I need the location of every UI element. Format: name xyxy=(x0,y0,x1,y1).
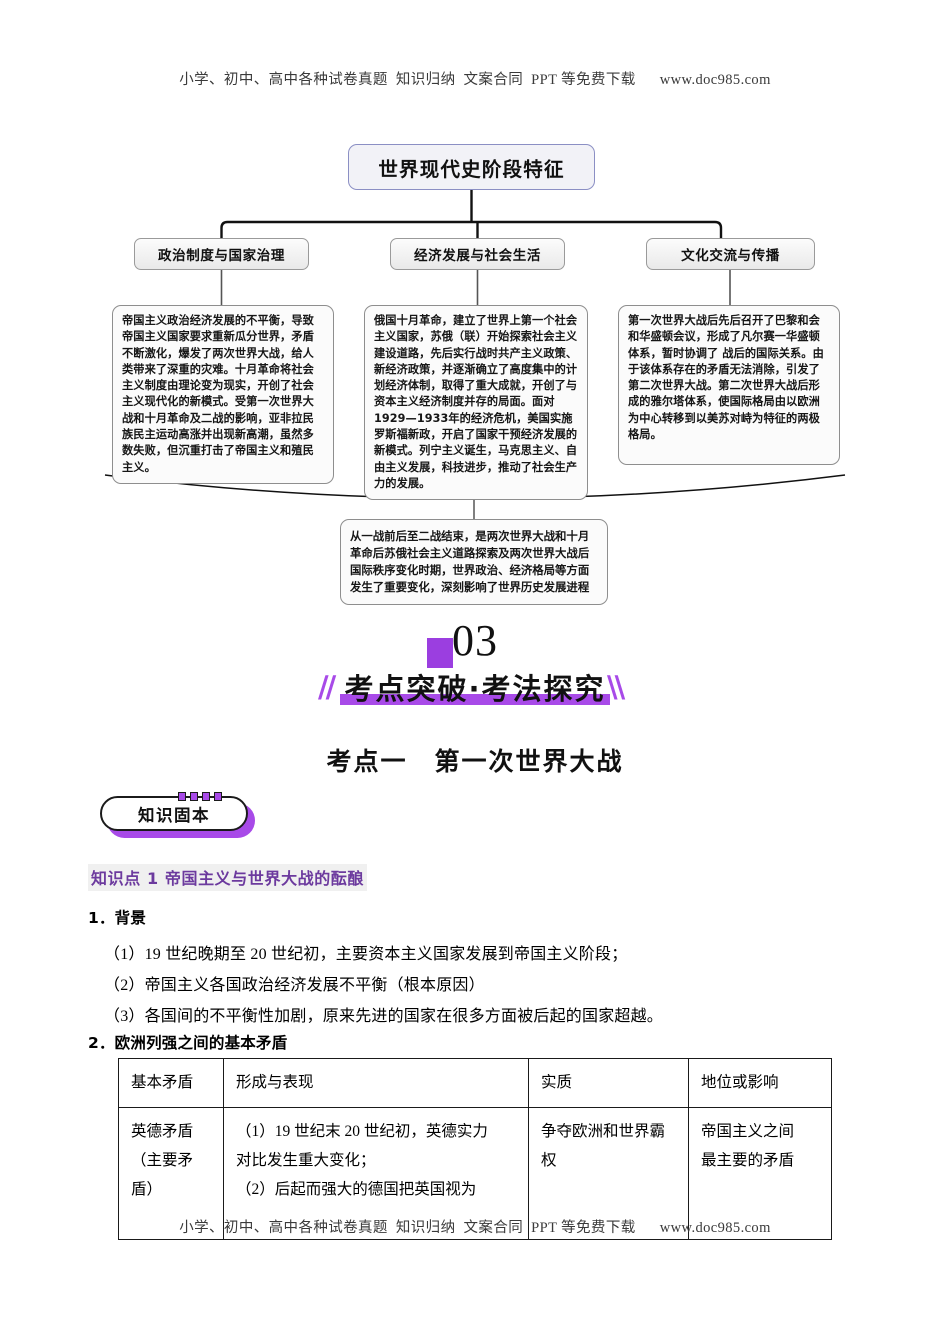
badge-dot-icon xyxy=(214,792,222,801)
flowchart-category-label-3: 文化交流与传播 xyxy=(681,248,780,264)
flowchart-detail-box-2: 俄国十月革命，建立了世界上第一个社会主义国家，苏俄（联）开始探索社会主义建设道路… xyxy=(364,305,588,501)
zhishi-guben-badge: 知识固本 xyxy=(100,792,260,840)
section-number-wrap: 03 xyxy=(0,618,950,668)
section-title-row: 考点突破·考法探究 xyxy=(0,666,950,714)
flowchart-category-label-1: 政治制度与国家治理 xyxy=(158,248,285,264)
section-number-accent-block xyxy=(427,638,453,668)
table-header-cell-4: 地位或影响 xyxy=(688,1058,832,1108)
contradiction-heading: 2．欧洲列强之间的基本矛盾 xyxy=(88,1034,288,1052)
background-point-2: （2）帝国主义各国政治经济发展不平衡（根本原因） xyxy=(104,977,485,994)
background-point-3: （3）各国间的不平衡性加剧，原来先进的国家在很多方面被后起的国家超越。 xyxy=(104,1008,664,1025)
table-header-cell-2: 形成与表现 xyxy=(223,1058,529,1108)
table-header-cell-1: 基本矛盾 xyxy=(118,1058,224,1108)
flowchart-detail-box-1: 帝国主义政治经济发展的不平衡，导致帝国主义国家要求重新瓜分世界，矛盾不断激化，爆… xyxy=(112,305,334,484)
badge-dot-icon xyxy=(178,792,186,801)
contradiction-table: 基本矛盾 形成与表现 实质 地位或影响 英德矛盾 （主要矛 盾） （1）19 世… xyxy=(118,1058,832,1240)
flowchart-detail-box-3: 第一次世界大战后先后召开了巴黎和会和华盛顿会议，形成了凡尔赛一华盛顿体系，暂时协… xyxy=(618,305,840,465)
section-header: 03 // \\ 考点突破·考法探究 xyxy=(0,618,950,718)
flowchart-category-box-3: 文化交流与传播 xyxy=(646,238,815,270)
section-title-inner: 考点突破·考法探究 xyxy=(338,666,611,708)
badge-face: 知识固本 xyxy=(100,796,248,831)
background-point-1: （1）19 世纪晚期至 20 世纪初，主要资本主义国家发展到帝国主义阶段； xyxy=(104,946,628,963)
flowchart-title-label: 世界现代史阶段特征 xyxy=(378,157,565,181)
table-cell-status: 帝国主义之间 最主要的矛盾 xyxy=(688,1107,832,1240)
flowchart-category-box-1: 政治制度与国家治理 xyxy=(134,238,309,270)
flowchart-category-box-2: 经济发展与社会生活 xyxy=(390,238,565,270)
flowchart-category-label-2: 经济发展与社会生活 xyxy=(414,248,541,264)
running-header: 小学、初中、高中各种试卷真题 知识归纳 文案合同 PPT 等免费下载 www.d… xyxy=(179,72,771,88)
flowchart-summary-box: 从一战前后至二战结束，是两次世界大战和十月革命后苏俄社会主义道路探索及两次世界大… xyxy=(340,519,608,605)
section-slash-left-icon: // xyxy=(318,670,336,704)
zhishidian-heading: 知识点 1 帝国主义与世界大战的酝酿 xyxy=(88,864,368,891)
badge-dot-icon xyxy=(190,792,198,801)
table-row: 英德矛盾 （主要矛 盾） （1）19 世纪末 20 世纪初，英德实力 对比发生重… xyxy=(118,1107,832,1240)
table-cell-basic-contradiction: 英德矛盾 （主要矛 盾） xyxy=(118,1107,224,1240)
badge-label: 知识固本 xyxy=(138,805,210,825)
running-footer: 小学、初中、高中各种试卷真题 知识归纳 文案合同 PPT 等免费下载 www.d… xyxy=(179,1220,771,1236)
badge-dot-icon xyxy=(202,792,210,801)
flowchart: 世界现代史阶段特征 政治制度与国家治理 经济发展与社会生活 文化交流与传播 帝国… xyxy=(0,130,950,610)
section-number: 03 xyxy=(452,616,498,665)
section-slash-right-icon: \\ xyxy=(607,670,625,704)
section-title: 考点突破·考法探究 xyxy=(344,672,606,706)
table-header-cell-3: 实质 xyxy=(528,1058,689,1108)
flowchart-title-box: 世界现代史阶段特征 xyxy=(348,144,595,190)
kaodian-heading: 考点一 第一次世界大战 xyxy=(326,747,624,776)
badge-dots-decoration xyxy=(178,792,222,801)
section-title-highlight-bar xyxy=(340,694,610,705)
background-heading: 1．背景 xyxy=(88,909,147,927)
table-header-row: 基本矛盾 形成与表现 实质 地位或影响 xyxy=(118,1058,832,1108)
